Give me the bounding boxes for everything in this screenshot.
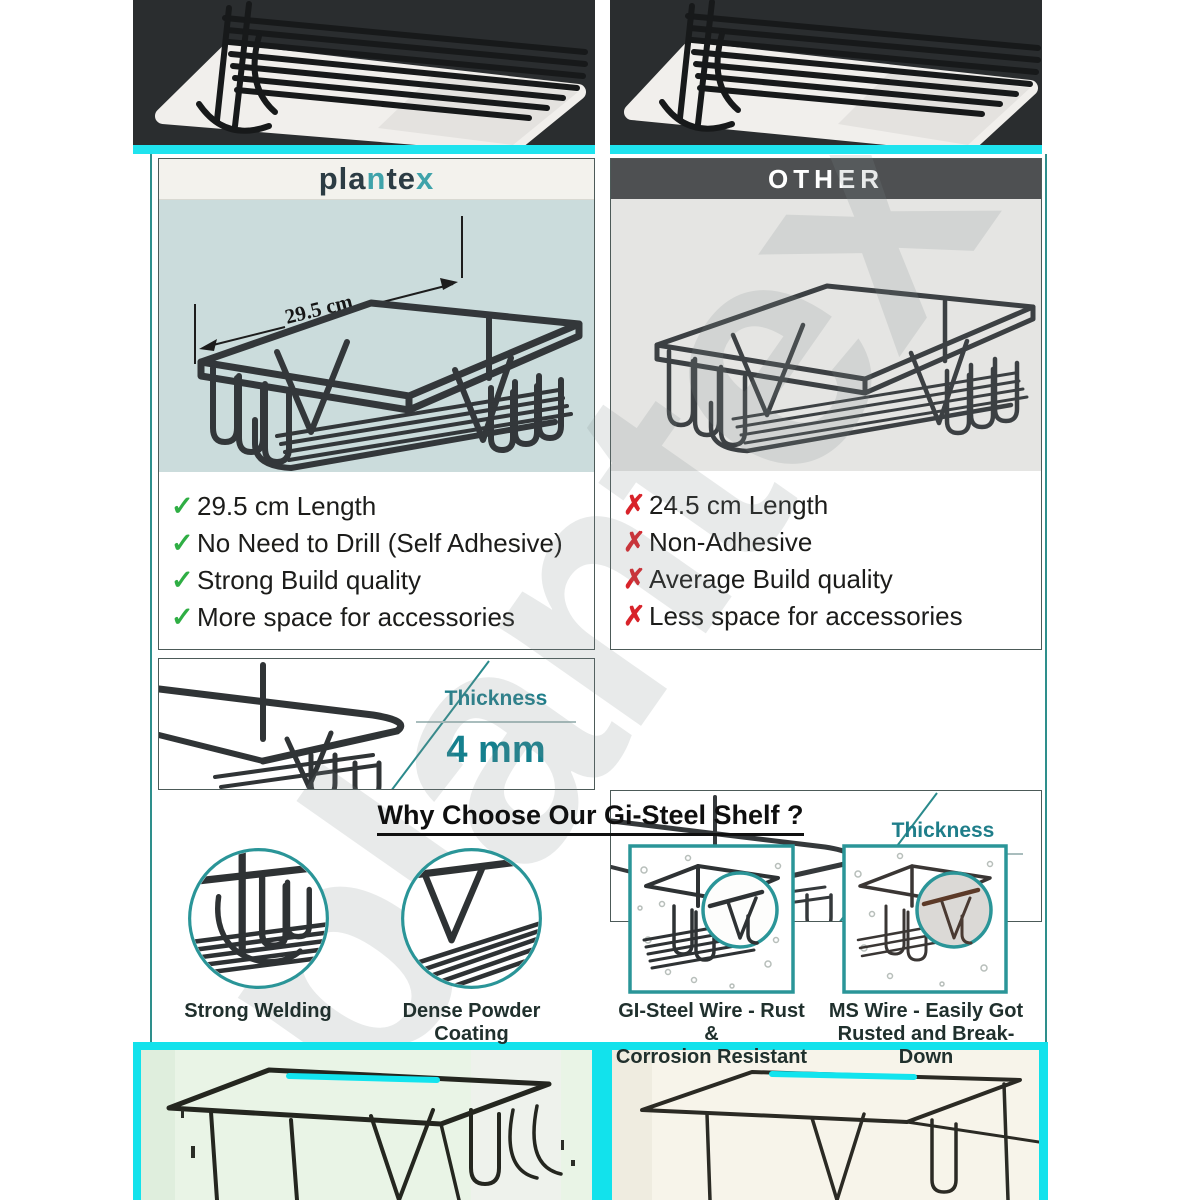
other-shelf-illustration xyxy=(611,199,1041,471)
gi-steel-wire-illustration xyxy=(628,844,795,994)
plantex-logo: plantex xyxy=(319,161,435,197)
caption-strong-welding: Strong Welding xyxy=(158,1000,358,1023)
bottom-product-photo-left xyxy=(141,1050,592,1200)
caption-line: MS Wire - Easily Got xyxy=(828,1000,1024,1022)
other-feature-list: ✗ 24.5 cm Length ✗ Non-Adhesive ✗ Averag… xyxy=(611,471,1041,634)
cyan-strip-top-right xyxy=(610,145,1042,154)
feature-text: Non-Adhesive xyxy=(649,527,813,557)
feature-text: More space for accessories xyxy=(197,602,515,632)
caption-line: GI-Steel Wire - Rust & xyxy=(618,1000,805,1045)
plantex-shelf-illustration: 29.5 cm xyxy=(159,200,594,472)
other-header-label: OTHER xyxy=(768,163,884,194)
thickness-label: Thickness xyxy=(444,687,548,710)
feature-row: ✓ Strong Build quality xyxy=(171,562,590,598)
comparison-card-plantex: plantex 29.5 cm xyxy=(158,158,595,650)
teal-frame-line-left xyxy=(150,154,152,1042)
feature-row: ✓ More space for accessories xyxy=(171,599,590,635)
strong-welding-illustration xyxy=(188,848,329,989)
top-product-photo-left xyxy=(133,0,595,145)
top-product-photo-right xyxy=(610,0,1042,145)
logo-part-pla: pla xyxy=(318,161,367,196)
teal-frame-line-right xyxy=(1045,154,1047,1042)
cyan-strip-top-left xyxy=(133,145,595,154)
cross-icon: ✗ xyxy=(623,564,646,594)
plantex-feature-list: ✓ 29.5 cm Length ✓ No Need to Drill (Sel… xyxy=(159,472,594,635)
wire-basket-drawing xyxy=(654,283,1036,454)
feature-text: No Need to Drill (Self Adhesive) xyxy=(197,528,563,558)
thickness-panel-plantex: Thickness 4 mm xyxy=(158,658,595,790)
feature-row: ✗ Less space for accessories xyxy=(623,598,1037,634)
why-choose-heading-text: Why Choose Our Gi-Steel Shelf ? xyxy=(377,800,804,836)
wire-basket-drawing-with-dimension: 29.5 cm xyxy=(194,216,583,471)
caption-dense-powder-coating: Dense Powder Coating xyxy=(364,1000,579,1046)
caption-line: Rusted and Break-Down xyxy=(837,1023,1015,1068)
callout-strong-welding xyxy=(186,846,331,991)
logo-part-te: te xyxy=(386,161,417,196)
comparison-card-other: OTHER xyxy=(610,158,1042,650)
cross-icon: ✗ xyxy=(623,527,646,557)
logo-part-n: n xyxy=(366,161,387,196)
chrome-shelf-photo-illustration xyxy=(133,0,595,145)
thickness-divider xyxy=(416,721,576,723)
caption-line: Dense Powder Coating xyxy=(402,1000,541,1045)
cross-icon: ✗ xyxy=(623,601,646,631)
chrome-shelf-photo-illustration xyxy=(610,0,1042,145)
check-icon: ✓ xyxy=(171,491,194,521)
feature-row: ✗ Non-Adhesive xyxy=(623,524,1037,560)
bottom-product-photo-right xyxy=(612,1050,1039,1200)
caption-line: Corrosion Resistant xyxy=(615,1046,808,1068)
check-icon: ✓ xyxy=(171,528,194,558)
callout-gi-steel-wire xyxy=(628,844,795,994)
callout-dense-powder-coating xyxy=(399,846,544,991)
check-icon: ✓ xyxy=(171,565,194,595)
feature-row: ✓ 29.5 cm Length xyxy=(171,488,590,524)
feature-row: ✓ No Need to Drill (Self Adhesive) xyxy=(171,525,590,561)
caption-line: Strong Welding xyxy=(184,1000,332,1022)
installed-shelf-photo-illustration xyxy=(141,1050,592,1200)
check-icon: ✓ xyxy=(171,602,194,632)
why-choose-heading: Why Choose Our Gi-Steel Shelf ? xyxy=(133,800,1048,836)
plantex-header: plantex xyxy=(159,159,594,200)
installed-shelf-photo-illustration xyxy=(612,1050,1039,1200)
dense-powder-coating-illustration xyxy=(401,848,542,989)
feature-text: Less space for accessories xyxy=(649,601,963,631)
wire-corner-illustration xyxy=(159,660,490,789)
feature-text: 29.5 cm Length xyxy=(197,491,377,521)
thickness-label: Thickness xyxy=(891,819,995,842)
feature-text: Average Build quality xyxy=(649,564,893,594)
ms-wire-rusted-illustration xyxy=(842,844,1008,994)
thickness-value: 4 mm xyxy=(446,729,546,771)
caption-ms-wire: MS Wire - Easily Got Rusted and Break-Do… xyxy=(826,1000,1026,1069)
callout-ms-wire xyxy=(842,844,1008,994)
other-header: OTHER xyxy=(611,159,1041,199)
feature-row: ✗ Average Build quality xyxy=(623,561,1037,597)
feature-text: 24.5 cm Length xyxy=(649,490,829,520)
cross-icon: ✗ xyxy=(623,490,646,520)
logo-part-x: x xyxy=(416,161,435,196)
feature-text: Strong Build quality xyxy=(197,565,422,595)
feature-row: ✗ 24.5 cm Length xyxy=(623,487,1037,523)
caption-gi-steel-wire: GI-Steel Wire - Rust & Corrosion Resista… xyxy=(614,1000,809,1069)
